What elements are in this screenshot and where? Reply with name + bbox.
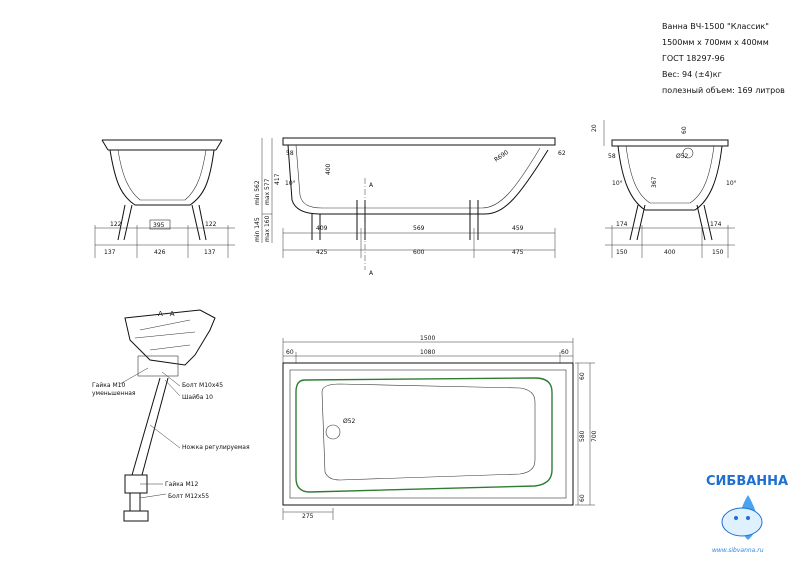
dim-min-562: min 562 — [254, 180, 261, 205]
plan-basin-outline — [295, 377, 553, 493]
dim-425: 425 — [316, 249, 328, 256]
label-washer: Шайба 10 — [182, 394, 213, 401]
dim-max-160: max 160 — [264, 215, 271, 242]
dim-275: 275 — [302, 513, 314, 520]
dim-58: 58 — [286, 150, 294, 157]
spec-line-volume: полезный объем: 169 литров — [662, 86, 785, 95]
dim-max-577: max 577 — [264, 178, 271, 205]
label-bolt-m12: Болт М12х55 — [168, 493, 209, 500]
spec-line-gost: ГОСТ 18297-96 — [662, 54, 725, 63]
dim-1500: 1500 — [420, 335, 435, 342]
brand-url: www.sibvanna.ru — [712, 547, 764, 554]
dim-122-left: 122 — [110, 221, 122, 228]
end-view-overflow — [682, 147, 694, 159]
dim-10deg-left: 10° — [612, 180, 623, 187]
section-mark-a-bottom: A — [369, 270, 374, 277]
end-view-bowl — [617, 145, 723, 211]
brand-logo: СИБВАННА www.sibvanna.ru — [706, 474, 788, 554]
dim-10deg-right: 10° — [726, 180, 737, 187]
bolt-m12 — [129, 492, 141, 512]
bracket — [137, 355, 179, 377]
end-view-rim — [611, 139, 729, 147]
side-view: 58 62 10° 400 R690 min 562 max 577 417 m… — [254, 137, 566, 277]
brand-name: СИБВАННА — [706, 474, 788, 489]
spec-line-weight: Вес: 94 (±4)кг — [662, 70, 722, 79]
radius-690: R690 — [493, 149, 510, 164]
dim-400: 400 — [664, 249, 676, 256]
label-nut-m10-sub: уменьшенная — [92, 390, 136, 397]
bath-mascot-icon — [721, 507, 763, 537]
end-view-legs — [629, 204, 713, 241]
end-view: 20 60 58 Ø52 10° 367 10° 174 174 150 400… — [591, 120, 737, 258]
bathtub-wall-section — [124, 309, 216, 366]
plan-drain — [325, 424, 341, 440]
dim-60-right: 60 — [561, 349, 569, 356]
leg-rod — [131, 377, 169, 476]
label-nut-m12: Гайка М12 — [165, 481, 198, 488]
dim-417: 417 — [274, 173, 281, 185]
spec-line-size: 1500мм x 700мм x 400мм — [662, 38, 769, 47]
dim-569: 569 — [413, 225, 425, 232]
dim-d52: Ø52 — [343, 418, 356, 425]
specification-block: Ванна ВЧ-1500 "Классик" 1500мм x 700мм x… — [662, 22, 785, 95]
dim-600: 600 — [413, 249, 425, 256]
front-view-bowl — [109, 149, 215, 206]
dim-400: 400 — [325, 163, 332, 175]
dim-409: 409 — [316, 225, 328, 232]
dim-137-left: 137 — [104, 249, 116, 256]
dim-426: 426 — [154, 249, 166, 256]
section-mark-a-top: A — [369, 182, 374, 189]
dim-d52: Ø52 — [676, 153, 689, 160]
dim-459: 459 — [512, 225, 524, 232]
label-bolt-m10: Болт М10х45 — [182, 382, 223, 389]
front-view: 122 395 122 137 426 137 — [94, 139, 235, 258]
dim-10deg: 10° — [285, 180, 296, 187]
dim-122-right: 122 — [205, 221, 217, 228]
dim-137-right: 137 — [204, 249, 216, 256]
dim-60-left: 60 — [286, 349, 294, 356]
side-view-legs — [311, 200, 479, 240]
dim-580: 580 — [579, 430, 586, 442]
dim-60-top: 60 — [579, 372, 586, 380]
label-leg: Ножка регулируемая — [182, 444, 250, 451]
dim-60: 60 — [681, 126, 688, 134]
dim-150-left: 150 — [616, 249, 628, 256]
dim-174-right: 174 — [710, 221, 722, 228]
dim-min-145: min 145 — [254, 217, 261, 242]
dim-700: 700 — [591, 430, 598, 442]
dim-395: 395 — [153, 222, 165, 229]
side-view-rim — [282, 137, 556, 146]
dim-150-right: 150 — [712, 249, 724, 256]
dim-20: 20 — [591, 124, 598, 132]
dim-475: 475 — [512, 249, 524, 256]
dim-367: 367 — [651, 176, 658, 188]
dim-60-bottom: 60 — [579, 494, 586, 502]
front-view-drain — [149, 219, 171, 230]
front-view-rim — [101, 139, 223, 151]
plan-view: 1500 60 1080 60 Ø52 60 580 700 60 275 — [282, 335, 598, 520]
dim-1080: 1080 — [420, 349, 435, 356]
spec-line-model: Ванна ВЧ-1500 "Классик" — [662, 22, 769, 31]
section-view: А - А Гайка М10 уменьшенная Болт М10х45 … — [92, 309, 250, 522]
dim-62: 62 — [558, 150, 566, 157]
plan-outer-rim — [282, 362, 574, 506]
dim-174-left: 174 — [616, 221, 628, 228]
bolt-m12-head — [123, 510, 149, 522]
front-view-legs — [117, 204, 207, 241]
side-view-body — [287, 144, 549, 215]
dim-58: 58 — [608, 153, 616, 160]
label-nut-m10: Гайка М10 — [92, 382, 125, 389]
